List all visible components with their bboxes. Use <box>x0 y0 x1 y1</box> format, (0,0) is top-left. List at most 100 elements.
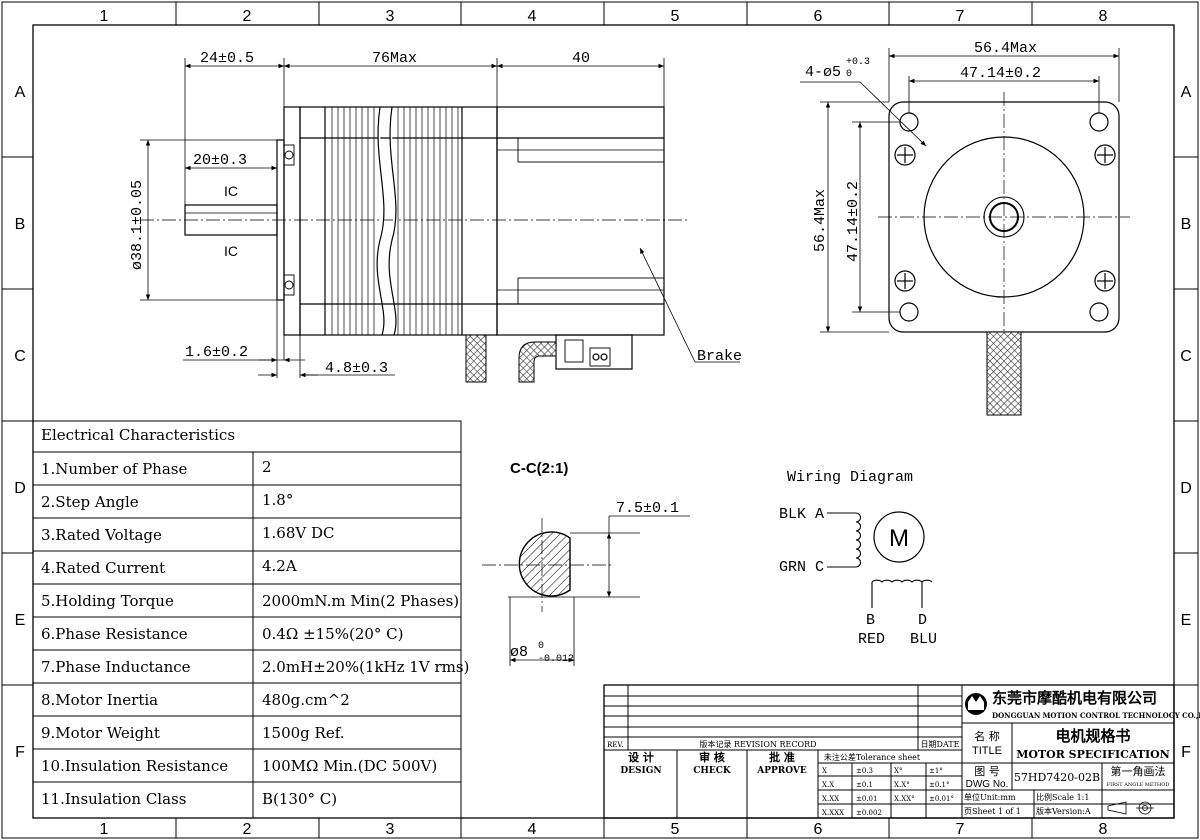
tolerance-cell: ±0.3 <box>856 767 873 775</box>
param-name: 8.Motor Inertia <box>41 691 158 709</box>
param-name: 10.Insulation Resistance <box>41 757 228 775</box>
row-label: A <box>15 84 26 101</box>
mount-hole <box>1089 112 1109 132</box>
name-en: TITLE <box>972 745 1002 757</box>
scale: 比例Scale 1:1 <box>1036 792 1089 802</box>
tolerance-cell: X.XXX <box>822 809 844 817</box>
title-block: 东莞市摩酷机电有限公司 DONGGUAN MOTION CONTROL TECH… <box>603 684 1200 819</box>
name-cn: 名 称 <box>974 729 1000 743</box>
tolerance-cell: ±0.01° <box>929 795 954 803</box>
dim-body-length: 76Max <box>372 50 417 67</box>
row-label: C <box>14 348 26 365</box>
tolerance-cell: ±1° <box>929 767 943 775</box>
front-cable <box>986 331 1022 416</box>
mount-hole <box>899 302 919 322</box>
tolerance-cell: ±0.1° <box>929 781 950 789</box>
param-value: 1.8° <box>262 491 293 509</box>
param-name: 11.Insulation Class <box>41 790 186 808</box>
dim-brake-length: 40 <box>572 50 590 67</box>
wiring-title: Wiring Diagram <box>787 469 913 486</box>
flat-label-bottom: IC <box>224 243 238 259</box>
dim-diameter-tol-upper: 0 <box>538 641 544 652</box>
angle-cn: 第一角画法 <box>1111 764 1166 778</box>
param-value: 1.68V DC <box>262 524 335 542</box>
param-value: 4.2A <box>262 557 297 575</box>
dim-holes-tol-lower: 0 <box>846 69 852 80</box>
sheet: 页Sheet 1 of 1 <box>964 807 1021 816</box>
brake <box>496 106 665 336</box>
tolerance-cell: X.XX <box>822 795 839 803</box>
column-label: 4 <box>528 8 537 25</box>
column-label: 5 <box>671 821 680 838</box>
check-cn: 审 核 <box>699 750 725 764</box>
design-cn: 设 计 <box>628 750 654 764</box>
param-value: 1500g Ref. <box>262 724 345 742</box>
column-label: 1 <box>100 821 109 838</box>
dim-flange-thickness: 1.6±0.2 <box>185 344 248 361</box>
coil-a <box>855 512 862 568</box>
row-label: B <box>15 216 26 233</box>
angle-en: FIRST ANGLE METHOD <box>1107 782 1170 788</box>
param-value: 480g.cm^2 <box>262 691 350 709</box>
rev-label: REV. <box>607 741 623 749</box>
wiring-diagram: Wiring Diagram M BLK A GRN C B D RED BLU <box>779 469 937 648</box>
param-value: 2.0mH±20%(1kHz 1V rms) <box>262 658 469 676</box>
shaft-section <box>518 531 571 597</box>
dim-hole-spacing-v: 47.14±0.2 <box>845 181 862 262</box>
front-view <box>878 92 1130 342</box>
column-label: 3 <box>386 8 395 25</box>
check-en: CHECK <box>693 766 732 776</box>
title-cn: 电机规格书 <box>1055 727 1130 745</box>
tolerance-cell: X.X° <box>894 781 910 789</box>
column-label: 7 <box>956 8 965 25</box>
column-label: 1 <box>100 8 109 25</box>
param-name: 1.Number of Phase <box>41 460 187 478</box>
tolerance-cell: X.XX° <box>894 795 915 803</box>
tolerance-cell: ±0.01 <box>856 795 877 803</box>
param-name: 9.Motor Weight <box>41 724 160 742</box>
row-label: F <box>1181 744 1191 761</box>
tolerance-header: 未注公差Tolerance sheet <box>824 752 921 762</box>
side-dimension-text: 24±0.5 76Max 40 20±0.3 IC IC ø38.1±0.05 … <box>129 50 742 377</box>
dim-shaft-length: 24±0.5 <box>200 50 254 67</box>
param-name: 3.Rated Voltage <box>41 526 162 544</box>
dim-pilot-diameter: ø38.1±0.05 <box>129 180 146 270</box>
motor-body <box>299 106 498 336</box>
frame-labels: 1 2 3 4 5 6 7 8 1 2 3 4 5 6 7 8 A B C D … <box>14 8 1192 838</box>
label-blu: BLU <box>910 631 937 648</box>
dim-diameter-tol-lower: -0.012 <box>538 654 574 665</box>
param-value: 0.4Ω ±15%(20° C) <box>262 625 404 643</box>
brake-cable <box>518 341 557 383</box>
param-name: 4.Rated Current <box>41 559 165 577</box>
revision-record: 版本记录 REVISION RECORD <box>699 739 816 749</box>
row-label: A <box>1181 84 1192 101</box>
column-label: 3 <box>386 821 395 838</box>
company-logo <box>965 693 987 715</box>
column-label: 4 <box>528 821 537 838</box>
mount-hole <box>899 112 919 132</box>
row-label: E <box>1181 612 1192 629</box>
title-en: MOTOR SPECIFICATION <box>1016 748 1170 761</box>
dim-holes: 4-ø5 <box>805 64 841 81</box>
tolerance-cell: X° <box>894 767 902 775</box>
label-blk: BLK A <box>779 506 824 523</box>
motor-symbol-label: M <box>889 525 909 552</box>
projection-symbol <box>1107 801 1154 815</box>
brake-label: Brake <box>697 348 742 365</box>
column-label: 2 <box>243 8 252 25</box>
label-b: B <box>866 612 875 629</box>
param-name: 5.Holding Torque <box>41 592 174 610</box>
param-name: 2.Step Angle <box>41 493 139 511</box>
column-label: 2 <box>243 821 252 838</box>
label-red: RED <box>858 631 885 648</box>
screw <box>894 144 916 166</box>
column-label: 8 <box>1099 8 1108 25</box>
section-view: C-C(2:1) 7.5±0.1 ø8 0 -0.012 <box>482 460 690 666</box>
company-name-cn: 东莞市摩酷机电有限公司 <box>992 689 1157 707</box>
dim-width: 56.4Max <box>974 40 1037 57</box>
column-label: 7 <box>956 821 965 838</box>
design-en: DESIGN <box>620 766 661 776</box>
dim-hole-spacing: 47.14±0.2 <box>960 65 1041 82</box>
